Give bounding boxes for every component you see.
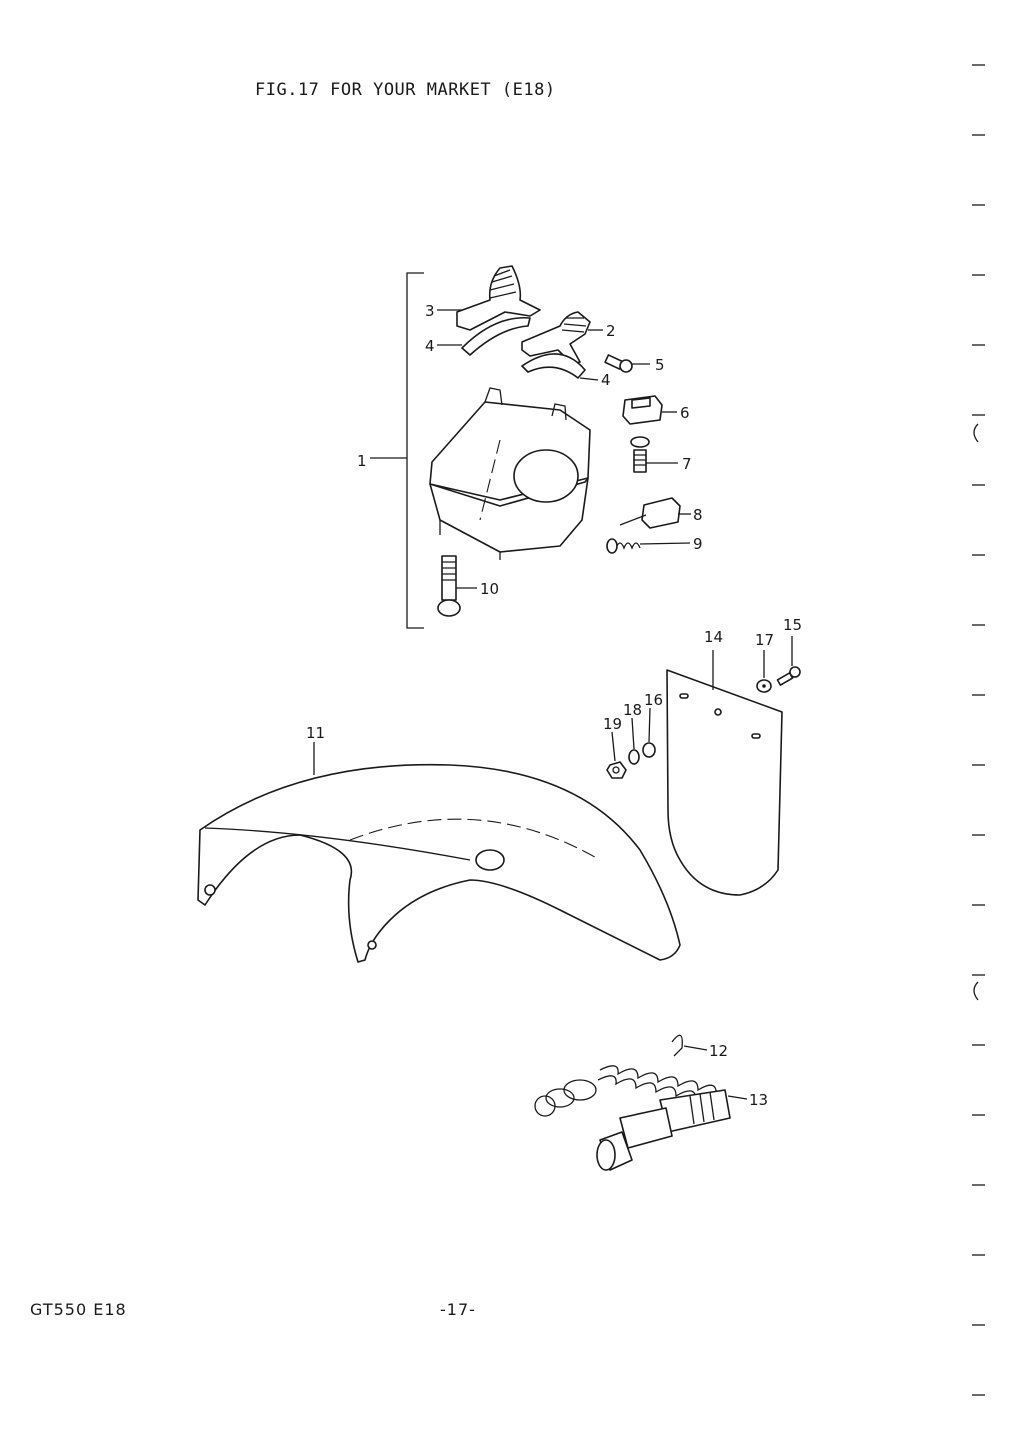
- part-11-fender: [197, 763, 681, 963]
- callout-17: 17: [755, 631, 774, 649]
- part-17-washer: [756, 650, 772, 693]
- callout-labels: 1 2 3 4 4 5 6 7 8 9 10 11 12 13 14 15 16…: [306, 302, 802, 1109]
- part-4-washer-lower: [521, 353, 586, 379]
- callout-3: 3: [425, 302, 435, 320]
- leader-lines: [313, 309, 748, 1100]
- part-7-screw: [630, 436, 650, 473]
- callout-13: 13: [749, 1091, 768, 1109]
- callout-4-lower: 4: [601, 371, 611, 389]
- margin-tick-marks: [972, 64, 985, 1396]
- model-code: GT550 E18: [30, 1300, 127, 1319]
- part-10-bolt: [437, 555, 461, 617]
- part-18-lock-washer: [628, 717, 640, 765]
- callout-4-upper: 4: [425, 337, 435, 355]
- part-6-cap: [622, 395, 663, 425]
- part-14-mud-flap: [666, 650, 783, 896]
- assembly-bracket: [406, 272, 424, 629]
- callout-15: 15: [783, 616, 802, 634]
- page-number: -17-: [440, 1300, 476, 1319]
- part-19-nut: [606, 731, 627, 779]
- callout-2: 2: [606, 322, 616, 340]
- callout-14: 14: [704, 628, 723, 646]
- callout-1: 1: [357, 452, 367, 470]
- part-5-screw: [604, 354, 633, 373]
- callout-19: 19: [603, 715, 622, 733]
- part-3-lever: [456, 265, 541, 331]
- part-15-bolt: [776, 636, 801, 686]
- callout-16: 16: [644, 691, 663, 709]
- callout-12: 12: [709, 1042, 728, 1060]
- callout-5: 5: [655, 356, 665, 374]
- callout-11: 11: [306, 724, 325, 742]
- figure-title: FIG.17 FOR YOUR MARKET (E18): [255, 80, 556, 100]
- callout-10: 10: [480, 580, 499, 598]
- callout-6: 6: [680, 404, 690, 422]
- part-9-spring: [606, 538, 641, 554]
- part-13-bolt: [596, 1089, 731, 1171]
- callout-18: 18: [623, 701, 642, 719]
- part-12-spring: [534, 1034, 717, 1117]
- callout-8: 8: [693, 506, 703, 524]
- callout-7: 7: [682, 455, 692, 473]
- part-8-plunger: [619, 497, 681, 529]
- part-16-washer: [642, 707, 656, 758]
- part-1-switch-housing: [429, 387, 591, 560]
- part-4-washer-upper: [461, 316, 531, 356]
- callout-9: 9: [693, 535, 703, 553]
